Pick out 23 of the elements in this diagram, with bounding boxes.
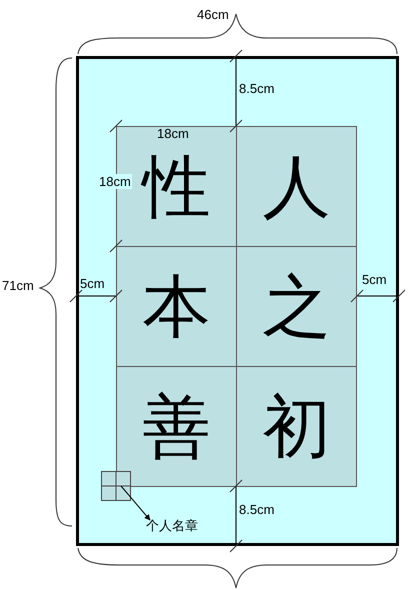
calligraphy-character: 性 (142, 152, 210, 220)
character-cell (236, 246, 357, 367)
dimension-label: 8.5cm (239, 503, 274, 516)
dimension-label: 5cm (80, 277, 105, 290)
dimension-label: 18cm (157, 127, 189, 140)
dimension-label: 8.5cm (239, 82, 274, 95)
dimension-label: 46cm (197, 8, 229, 21)
character-cell (236, 126, 357, 247)
character-cell (116, 246, 237, 367)
calligraphy-character: 之 (262, 272, 330, 340)
dimension-label: 18cm (98, 174, 132, 189)
seal-label: 个人名章 (146, 519, 198, 532)
calligraphy-character: 初 (262, 392, 330, 460)
character-cell (236, 366, 357, 487)
calligraphy-character: 人 (262, 152, 330, 220)
seal-grid-box (101, 471, 131, 501)
calligraphy-character: 善 (142, 392, 210, 460)
character-cell (116, 366, 237, 487)
dimension-label: 71cm (2, 279, 34, 292)
paper-sheet (76, 56, 399, 546)
leader-arrow (120, 486, 150, 520)
calligraphy-character: 本 (142, 272, 210, 340)
dimension-label: 5cm (362, 273, 387, 286)
